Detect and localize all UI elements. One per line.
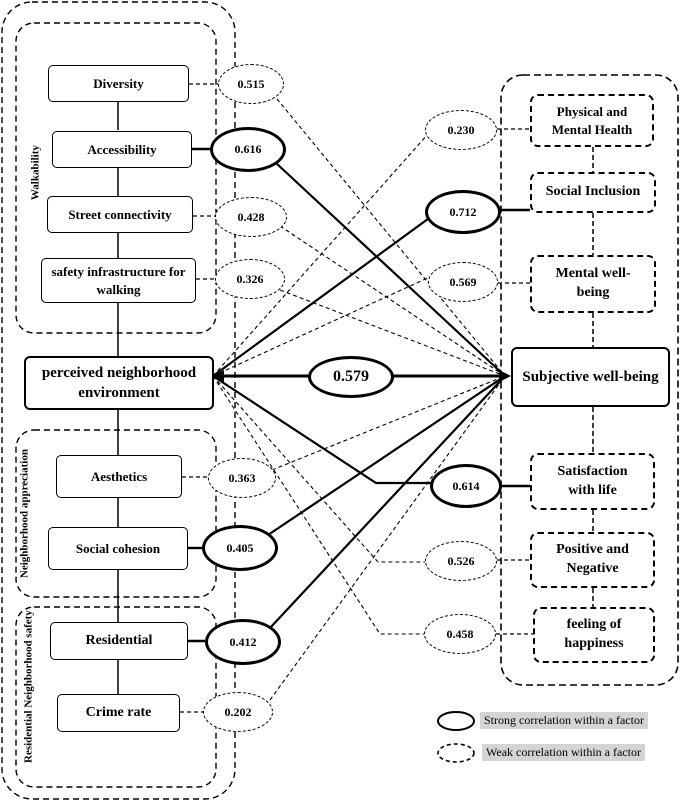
- coefficient-oval-diversity: 0.515: [218, 64, 284, 104]
- arrowhead: [499, 370, 511, 382]
- coefficient-oval-positive-negative: 0.526: [425, 541, 497, 581]
- coefficient-oval-satisfaction-with-life: 0.614: [430, 464, 502, 508]
- coefficient-oval-street-connectivity: 0.428: [215, 197, 287, 237]
- left-outer-container: [1, 1, 236, 800]
- factor-box-social-cohesion[interactable]: Social cohesion: [48, 527, 188, 570]
- link-line: [212, 375, 428, 563]
- link-line: [269, 375, 506, 701]
- subjective-wellbeing-node[interactable]: Subjective well-being: [511, 347, 670, 407]
- walkability-group: [15, 22, 217, 334]
- factor-box-safety-infrastructure[interactable]: safety infrastructure for walking: [41, 258, 196, 303]
- factor-box-physical-mental-health[interactable]: Physical and Mental Health: [530, 94, 654, 147]
- link-line: [269, 375, 506, 629]
- appreciation-label: Neighborhood appreciation: [18, 449, 31, 579]
- center-coefficient-oval: 0.579: [308, 356, 394, 398]
- factor-box-crime-rate[interactable]: Crime rate: [57, 694, 180, 732]
- link-line: [275, 162, 506, 377]
- factor-box-accessibility[interactable]: Accessibility: [52, 131, 192, 168]
- link-line: [271, 375, 506, 471]
- coefficient-oval-aesthetics: 0.363: [208, 458, 276, 498]
- factor-box-street-connectivity[interactable]: Street connectivity: [47, 196, 193, 233]
- link-line: [212, 133, 429, 377]
- coefficient-oval-crime-rate: 0.202: [203, 692, 273, 732]
- link-line: [279, 225, 506, 377]
- link-line: [212, 375, 426, 635]
- right-outer-container: [500, 74, 679, 686]
- link-line: [279, 289, 506, 377]
- coefficient-oval-safety-infrastructure: 0.326: [215, 259, 285, 299]
- coefficient-oval-physical-mental-health: 0.230: [425, 110, 497, 150]
- coefficient-oval-residential: 0.412: [205, 619, 281, 665]
- perceived-neighborhood-node[interactable]: perceived neighborhood environment: [24, 356, 214, 410]
- factor-box-positive-negative[interactable]: Positive and Negative: [530, 532, 655, 588]
- legend-weak-oval: [437, 743, 475, 763]
- coefficient-oval-accessibility: 0.616: [210, 127, 286, 172]
- safety-label: Residential Neighborhood safety: [22, 610, 35, 763]
- factor-box-residential[interactable]: Residential: [50, 622, 188, 660]
- link-line: [267, 375, 506, 536]
- coefficient-oval-mental-wellbeing: 0.569: [428, 262, 498, 302]
- factor-box-diversity[interactable]: Diversity: [48, 65, 189, 102]
- coefficient-oval-feeling-happiness: 0.458: [424, 614, 496, 654]
- legend-strong-oval: [437, 711, 475, 731]
- factor-box-social-inclusion[interactable]: Social Inclusion: [530, 172, 656, 213]
- coefficient-oval-social-inclusion: 0.712: [425, 190, 501, 234]
- arrowhead: [213, 370, 224, 382]
- factor-box-feeling-happiness[interactable]: feeling of happiness: [533, 607, 655, 663]
- coefficient-oval-social-cohesion: 0.405: [202, 525, 278, 571]
- link-line: [212, 375, 432, 485]
- walkability-label: Walkability: [29, 145, 42, 201]
- link-line: [212, 215, 433, 377]
- legend-strong-label: Strong correlation within a factor: [480, 712, 648, 729]
- appreciation-group: [15, 429, 217, 598]
- legend-weak-label: Weak correlation within a factor: [482, 744, 645, 761]
- link-line: [267, 87, 506, 377]
- factor-box-aesthetics[interactable]: Aesthetics: [56, 455, 182, 498]
- factor-box-mental-wellbeing[interactable]: Mental well-being: [530, 255, 656, 313]
- link-line: [212, 275, 433, 377]
- factor-box-satisfaction-with-life[interactable]: Satisfaction with life: [530, 453, 655, 510]
